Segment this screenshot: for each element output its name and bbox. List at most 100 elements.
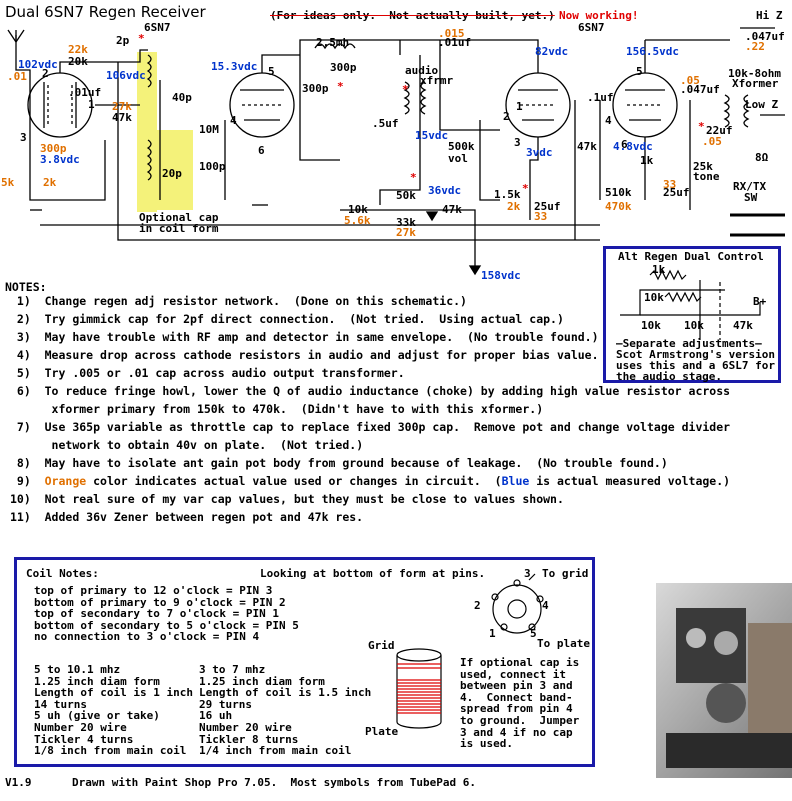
regen-value: 5.6k [344,214,371,227]
red-marker: * [402,83,409,96]
plate-label: Plate [365,725,399,738]
coil-stage-value: in coil form [139,222,219,235]
coil-spec-line: Length of coil is 1 inch [34,686,193,700]
output-stage-value: Low Z [745,98,778,111]
audio-stage-value: 470k [605,200,632,213]
tube-icon [612,72,678,138]
note-number: 11) [10,510,45,524]
pin-line: top of primary to 12 o'clock = PIN 3 [34,584,273,597]
mid-stage-value: .015 [438,27,465,40]
note-text: May have to isolate ant gain pot body fr… [44,456,668,470]
output-stage-value: Hi Z [756,9,783,22]
note-text: is actual measured voltage.) [529,474,731,488]
optional-cap-line: used, connect it [460,667,566,681]
alt-regen-value: 10k [684,319,704,332]
note-item: 1) Change regen adj resistor network. (D… [10,292,730,310]
note-item: 11) Added 36v Zener between regen pot an… [10,508,730,526]
coil-spec-line: 5 uh (give or take) [34,709,160,723]
alt-regen-caption: uses this and a 6SL7 for [616,359,775,372]
regen-value: 36vdc [428,184,461,197]
red-marker: * [522,182,529,195]
tube-icon [27,72,93,138]
mid-stage-value: 15vdc [415,129,448,142]
coil-spec-line: 1.25 inch diam form [34,674,160,688]
pin-number: 5 [636,65,643,78]
coil-spec-line: Tickler 4 turns [34,732,134,746]
left-stage-value: 5k [1,176,15,189]
optional-cap-line: spread from pin 4 [460,702,573,716]
pin-label: 4 [542,599,549,612]
note-text: color indicates actual value used or cha… [86,474,502,488]
output-stage-value: 4.8vdc [613,140,653,153]
note-item: 10) Not real sure of my var cap values, … [10,490,730,508]
regen-value: 10k [348,203,368,216]
output-stage-value: 33 [663,178,676,191]
regen-value: 33k [396,216,416,229]
note-text: Orange [44,474,87,488]
left-stage-value: 2k [43,176,57,189]
output-stage-value: SW [744,191,758,204]
photo-icon [655,583,792,778]
note-number: 3) [10,330,45,344]
pin-line: top of secondary to 7 o'clock = PIN 1 [34,607,280,621]
coil-stage-value: 100p [199,160,226,173]
note-text: May have trouble with RF amp and detecto… [44,330,599,344]
note-number: 7) [10,420,45,434]
note-number [10,438,24,452]
coil-stage-value: 20p [162,167,182,180]
mid-stage-value: audio [405,64,438,77]
note-text: To reduce fringe howl, lower the Q of au… [44,384,731,398]
output-stage-value: 1k [640,154,654,167]
notes-list: 1) Change regen adj resistor network. (D… [10,292,730,526]
grid-label: Grid [368,639,395,652]
output-stage-value: 8Ω [755,151,769,164]
disclaimer-struck: (For ideas only. Not actually built, yet… [270,9,555,22]
alt-regen-network [620,269,761,340]
red-marker: * [138,32,145,45]
note-item: 8) May have to isolate ant gain pot body… [10,454,730,472]
pin-label: 2 [474,599,481,612]
audio-stage-value: 3vdc [526,146,553,159]
pin-line: bottom of secondary to 5 o'clock = PIN 5 [34,618,299,632]
output-stage-value: 156.5vdc [626,45,679,58]
output-stage-value: 22uf [706,124,733,137]
pin-number: 3 [20,131,27,144]
coil-notes-subheading: Looking at bottom of form at pins. [260,567,486,580]
alt-regen-value: 10k [641,319,661,332]
left-stage-value: .01uf [68,86,101,99]
to-grid-label: To grid [542,567,589,580]
alt-regen-panel: Alt Regen Dual Control 1k 10k B+ 10k 10k… [603,246,781,383]
audio-stage-value: .1uf [587,91,614,104]
optional-cap-line: 4. Connect band- [460,690,573,704]
regen-value: 47k [442,203,462,216]
note-item: 6) To reduce fringe howl, lower the Q of… [10,382,730,400]
antenna-icon [7,29,25,58]
left-stage-value: 22k [68,43,88,56]
pin-label: 5 [530,627,537,640]
credit-line: Drawn with Paint Shop Pro 7.05. Most sym… [72,776,476,789]
coil-spec-line: Tickler 8 turns [199,732,299,746]
left-stage-value: 20k [68,55,88,68]
note-number: 1) [10,294,45,308]
tube-icon [229,72,295,138]
left-stage-value: 27k [112,100,132,113]
coil-spec-line: Length of coil is 1.5 inch [199,686,372,700]
note-text: Change regen adj resistor network. (Done… [44,294,467,308]
coil-stage-value: 40p [172,91,192,104]
optional-cap-line: is used. [460,737,513,751]
note-item: xformer primary from 150k to 470k. (Didn… [10,400,730,418]
alt-regen-value: 1k [652,263,666,276]
coil-spec-line: 16 uh [199,709,233,723]
audio-stage-value: 1.5k [494,188,521,201]
pin-number: 2 [42,67,49,80]
output-stage-value: tone [693,170,720,183]
coil-spec-line: Number 20 wire [199,720,292,734]
tube-label: 6SN7 [144,21,171,34]
coil-highlight-lower [137,130,193,210]
mid-stage-value: 300p [302,82,329,95]
status-text: Now working! [559,9,639,22]
pin-line: bottom of primary to 9 o'clock = PIN 2 [34,595,286,609]
note-number [10,402,24,416]
